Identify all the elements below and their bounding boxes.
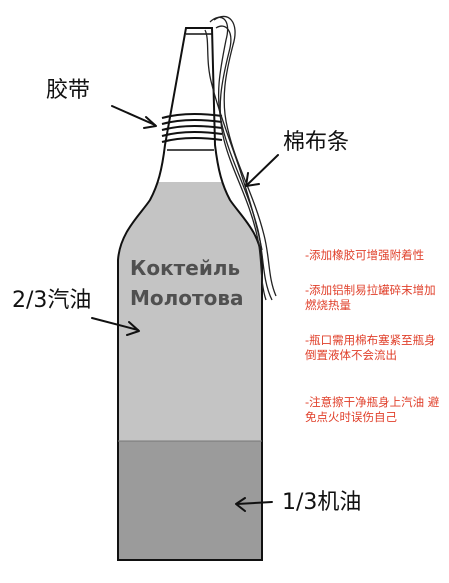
label-motor-oil: 1/3机油 — [282, 490, 362, 515]
note-wipe-bottle: -注意擦干净瓶身上汽油 避免点火时误伤自己 — [305, 395, 440, 424]
label-cloth-strip: 棉布条 — [283, 130, 350, 155]
label-tape: 胶带 — [46, 78, 91, 103]
oil-arrow — [235, 497, 273, 512]
cloth-arrow — [245, 154, 279, 187]
arrows — [91, 105, 279, 512]
tape-arrow — [111, 105, 157, 129]
note-aluminum: -添加铝制易拉罐碎末增加燃烧热量 — [305, 283, 436, 312]
gasoline-fill — [118, 182, 262, 442]
note-rubber: -添加橡胶可增强附着性 — [305, 248, 425, 262]
label-gasoline: 2/3汽油 — [12, 288, 92, 313]
bottle-outline — [117, 27, 263, 561]
note-cotton-plug: -瓶口需用棉布塞紧至瓶身倒置液体不会流出 — [305, 333, 436, 362]
gasoline-arrow — [91, 317, 140, 336]
tape-wrap — [161, 112, 223, 143]
oil-fill — [118, 441, 262, 560]
bottle-text-line1: Коктейль — [130, 256, 241, 280]
bottle-text-line2: Молотова — [130, 286, 244, 310]
cloth-strip — [204, 15, 277, 301]
